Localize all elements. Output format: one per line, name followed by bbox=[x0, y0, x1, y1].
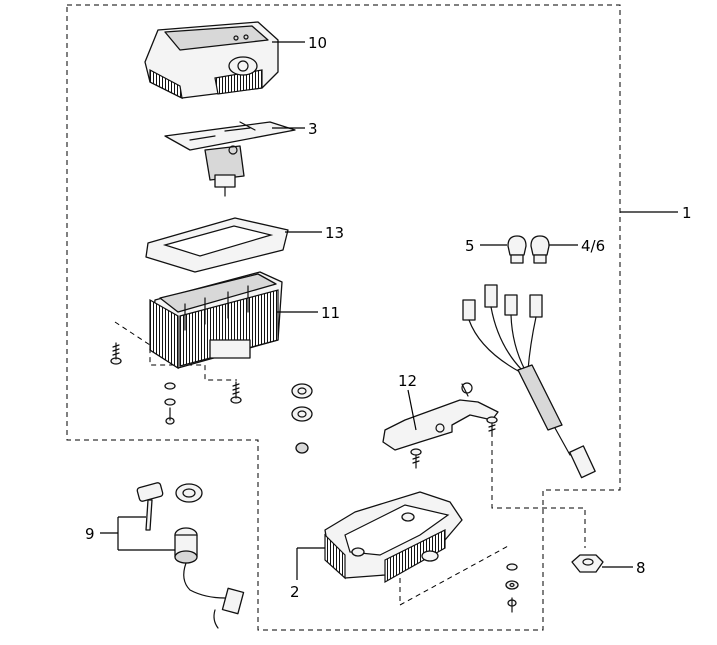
callout-8: 8 bbox=[636, 559, 646, 577]
callout-2: 2 bbox=[290, 583, 300, 601]
callout-12: 12 bbox=[398, 372, 417, 390]
callout-13: 13 bbox=[325, 224, 344, 242]
nut-part bbox=[571, 554, 604, 573]
callout-1: 1 bbox=[682, 204, 692, 222]
bracket-bolt-left bbox=[410, 448, 422, 469]
ignition-key-part bbox=[136, 482, 164, 531]
meter-case-part bbox=[149, 271, 283, 370]
bulb-5-part bbox=[507, 235, 527, 264]
case-screw-left bbox=[110, 342, 122, 365]
bracket-part bbox=[382, 382, 499, 451]
bulb-4-6-part bbox=[530, 235, 550, 264]
screw-guide-line bbox=[114, 321, 237, 381]
callout-3: 3 bbox=[308, 120, 318, 138]
mount-guide-line bbox=[491, 432, 586, 548]
assembly-boundary bbox=[66, 4, 621, 631]
meter-cover-part bbox=[144, 21, 279, 100]
base-guide-line bbox=[399, 544, 511, 606]
bracket-bolt-right bbox=[486, 416, 498, 437]
gasket-part bbox=[145, 217, 289, 273]
callout-5: 5 bbox=[465, 237, 475, 255]
socket-harness-part bbox=[462, 284, 596, 479]
callout-9: 9 bbox=[85, 525, 95, 543]
ignition-switch-part bbox=[174, 527, 245, 629]
meter-unit-part bbox=[164, 121, 296, 197]
callout-10: 10 bbox=[308, 34, 327, 52]
grommet-set bbox=[291, 383, 313, 454]
case-screw-right bbox=[230, 381, 242, 404]
switch-nut-part bbox=[175, 483, 203, 503]
washer-set-right bbox=[505, 563, 519, 613]
washer-set-left bbox=[164, 382, 176, 425]
meter-base-part bbox=[324, 491, 463, 584]
callout-11: 11 bbox=[321, 304, 340, 322]
callout-4-6: 4/6 bbox=[581, 237, 605, 255]
